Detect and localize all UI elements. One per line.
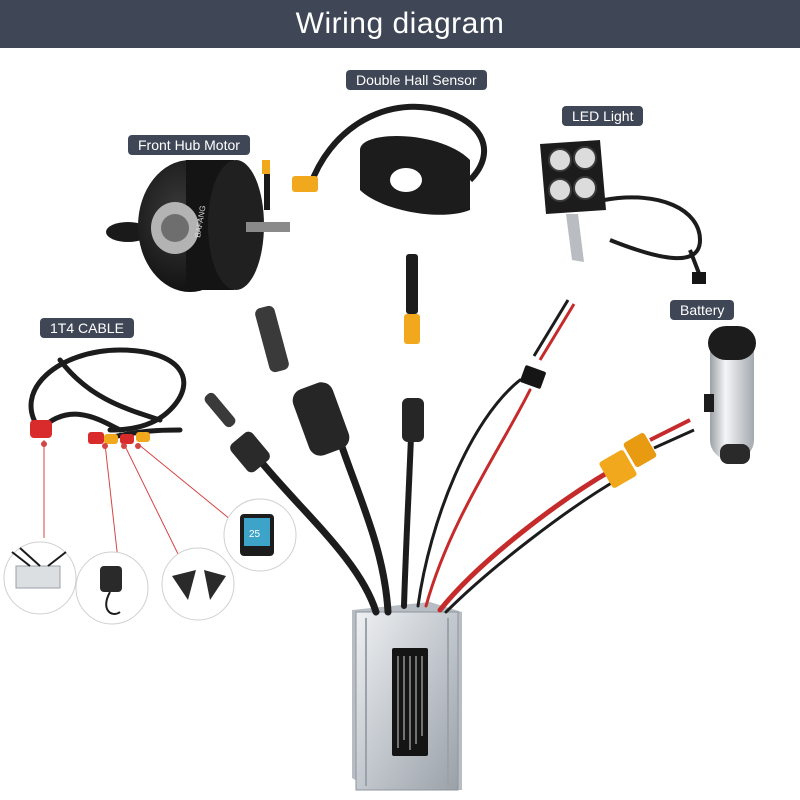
- pointer-lines: [43, 440, 237, 561]
- diagram-title: Wiring diagram: [295, 7, 505, 40]
- accessory-throttle-circle: [75, 551, 149, 625]
- led-light: [540, 140, 706, 284]
- connector-led-plug: [520, 299, 576, 389]
- accessory-brake-levers-circle: [161, 547, 235, 621]
- display-speed-readout: 25: [249, 529, 261, 540]
- connector-motor-plug: [255, 305, 350, 456]
- battery-connector: [599, 418, 695, 488]
- hall-sensor: [292, 103, 488, 215]
- cable-1t4-connectors: [30, 420, 150, 444]
- label-front-hub-motor: Front Hub Motor: [128, 135, 250, 155]
- connector-left: [204, 392, 270, 473]
- cable-1t4: [28, 347, 187, 443]
- accessory-display-circle: 25: [223, 498, 297, 572]
- label-1t4-cable: 1T4 CABLE: [40, 318, 134, 338]
- battery: [704, 326, 756, 464]
- label-double-hall-sensor: Double Hall Sensor: [346, 70, 487, 90]
- controller-box: [352, 602, 462, 791]
- label-battery: Battery: [670, 300, 735, 320]
- accessory-controller-circle: [3, 541, 77, 615]
- pointer-dots: [41, 441, 141, 449]
- header-bar: Wiring diagram: [0, 0, 800, 48]
- connector-middle-plug: [402, 254, 424, 442]
- hub-motor: BAFANG: [106, 160, 290, 292]
- label-led-light: LED Light: [562, 106, 644, 126]
